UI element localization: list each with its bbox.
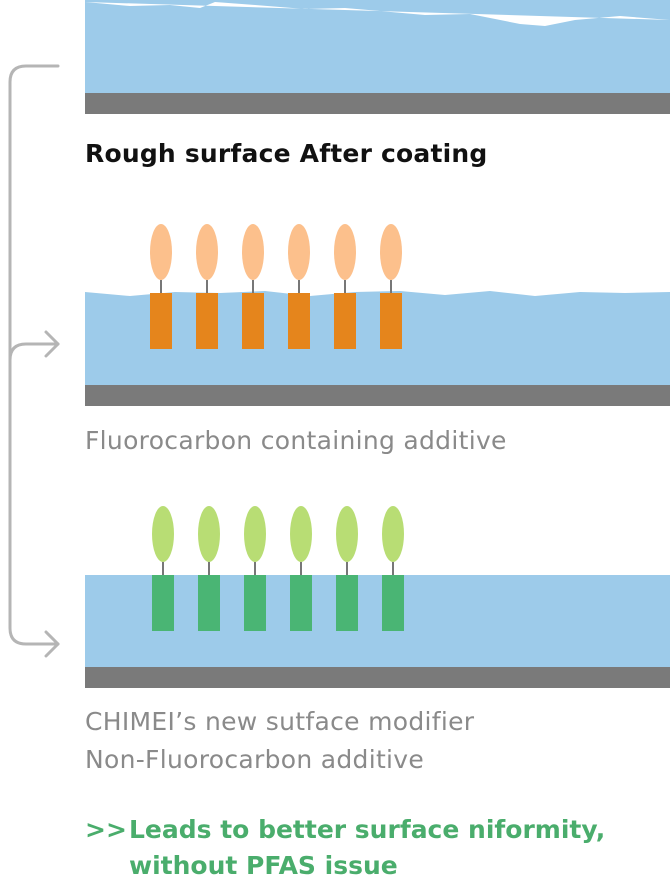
conclusion-line2-text: without PFAS issue — [129, 851, 398, 880]
chimei-molecule-body — [290, 575, 312, 631]
fluoro-molecule — [150, 224, 172, 349]
chimei-molecule-body — [382, 575, 404, 631]
fluoro-molecule-body — [196, 293, 218, 349]
fluoro-molecule — [288, 224, 310, 349]
chimei-coating-layer — [85, 575, 670, 667]
fluorocarbon-label: Fluorocarbon containing additive — [85, 426, 507, 455]
chimei-molecule-head — [152, 506, 174, 562]
substrate-layer — [85, 385, 670, 406]
fluoro-coating-layer — [85, 291, 670, 385]
chimei-molecule-head — [244, 506, 266, 562]
rough-coating-layer — [85, 0, 670, 93]
chimei-molecule — [290, 506, 312, 631]
substrate-layer — [85, 93, 670, 114]
fluoro-molecule — [196, 224, 218, 349]
conclusion-line2: without PFAS issue — [85, 848, 605, 884]
fluoro-molecule-body — [150, 293, 172, 349]
chimei-label-line1: CHIMEI’s new sutface modifier — [85, 707, 475, 736]
chimei-molecule — [152, 506, 174, 631]
bracket-arrow-icon — [8, 64, 60, 658]
chimei-molecule-body — [198, 575, 220, 631]
panel-fluorocarbon — [85, 224, 670, 406]
chimei-molecule — [382, 506, 404, 631]
chimei-molecule — [336, 506, 358, 631]
fluoro-molecule-head — [334, 224, 356, 280]
conclusion-prefix: >> — [85, 815, 127, 844]
chimei-molecule-head — [382, 506, 404, 562]
substrate-layer — [85, 667, 670, 688]
fluoro-molecule-body — [334, 293, 356, 349]
fluoro-molecule — [380, 224, 402, 349]
chimei-molecule-head — [336, 506, 358, 562]
conclusion-text: >>Leads to better surface niformity, wit… — [85, 812, 605, 884]
fluoro-molecule — [242, 224, 264, 349]
fluoro-molecule — [334, 224, 356, 349]
chimei-molecule — [198, 506, 220, 631]
chimei-molecule-head — [290, 506, 312, 562]
fluoro-molecule-head — [380, 224, 402, 280]
fluoro-molecule-body — [288, 293, 310, 349]
conclusion-line1-text: Leads to better surface niformity, — [129, 815, 606, 844]
panel-non-fluorocarbon — [85, 506, 670, 688]
chimei-molecule-body — [336, 575, 358, 631]
fluoro-molecule-head — [288, 224, 310, 280]
chimei-molecule-body — [244, 575, 266, 631]
fluoro-molecule-head — [242, 224, 264, 280]
chimei-label-line2: Non-Fluorocarbon additive — [85, 745, 425, 774]
conclusion-line1: >>Leads to better surface niformity, — [85, 812, 605, 848]
chimei-molecule-head — [198, 506, 220, 562]
fluoro-molecule-head — [196, 224, 218, 280]
chimei-molecule-body — [152, 575, 174, 631]
fluoro-molecule-body — [242, 293, 264, 349]
chimei-molecule — [244, 506, 266, 631]
panel-rough-surface — [85, 0, 670, 114]
fluoro-molecule-body — [380, 293, 402, 349]
rough-surface-label: Rough surface After coating — [85, 139, 488, 168]
fluoro-molecule-head — [150, 224, 172, 280]
